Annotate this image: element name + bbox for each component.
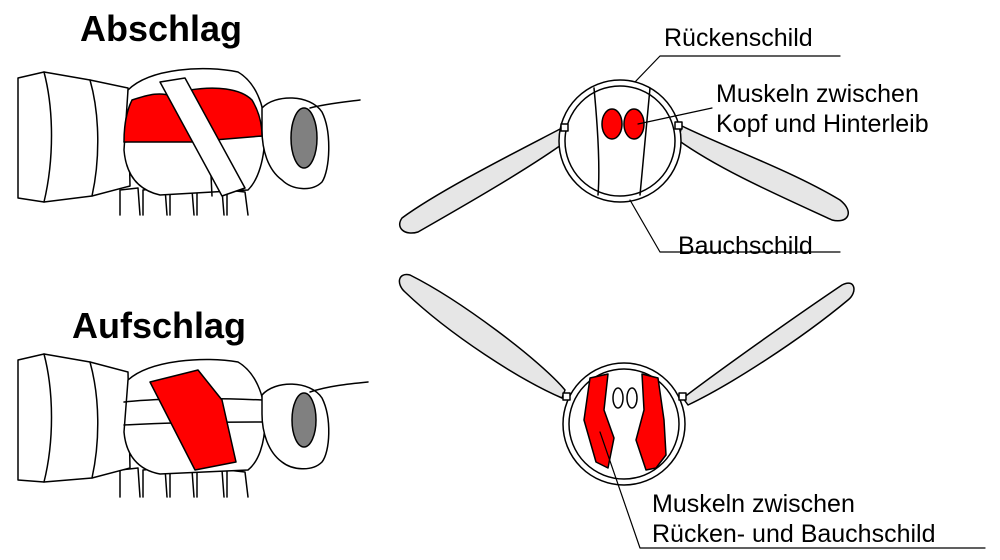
leader-muscles-dorsoventral: [599, 431, 986, 549]
muscle-dorsoventral-left: [583, 373, 615, 469]
cross-section-upstroke: [398, 273, 986, 549]
muscle-dorsoventral-right: [635, 373, 667, 471]
thorax-inner-ring: [568, 368, 680, 480]
wing-joint-left: [560, 123, 569, 132]
legs: [119, 467, 249, 498]
wing-joint-left: [562, 392, 571, 401]
abdomen-segments: [43, 71, 99, 203]
label-muscles-dorsoventral-line2: Rücken- und Bauchschild: [652, 520, 936, 548]
tergal-band: [159, 77, 246, 197]
bee-side-view-downstroke: [17, 67, 361, 216]
abdomen: [17, 71, 131, 203]
thorax-outer-ring: [558, 79, 682, 203]
wing-joint-right: [674, 121, 683, 130]
right-wing: [682, 282, 855, 406]
muscle-dorsoventral: [149, 369, 237, 471]
title-downstroke: Abschlag: [80, 8, 243, 49]
left-wing: [398, 127, 569, 234]
antenna: [309, 99, 361, 109]
abdomen-segments: [43, 353, 99, 483]
compound-eye: [290, 107, 318, 169]
label-dorsal-shield: Rückenschild: [664, 24, 813, 52]
longitudinal-muscle-section-left: [612, 387, 624, 409]
label-ventral-shield: Bauchschild: [678, 232, 813, 260]
muscle-longitudinal-left: [601, 108, 623, 140]
compound-eye: [291, 392, 317, 448]
cross-section-downstroke: [398, 55, 850, 253]
inner-lines: [593, 87, 651, 196]
muscle-longitudinal-right: [623, 108, 645, 140]
label-muscles-head-line1: Muskeln zwischen: [716, 80, 919, 108]
right-wing: [677, 125, 850, 222]
left-wing: [398, 273, 566, 399]
leader-dorsal: [634, 55, 841, 83]
antenna: [309, 381, 369, 393]
leader-ventral: [629, 199, 841, 253]
longitudinal-muscle-section-right: [626, 387, 638, 409]
label-muscles-head-line2: Kopf und Hinterleib: [716, 110, 929, 138]
thorax-inner-ring: [564, 85, 676, 197]
abdomen: [17, 353, 131, 483]
title-upstroke: Aufschlag: [72, 305, 247, 346]
bee-side-view-upstroke: [17, 353, 369, 498]
label-muscles-dorsoventral-line1: Muskeln zwischen: [652, 490, 855, 518]
leader-muscles-head: [637, 107, 713, 125]
wing-joint-right: [678, 392, 687, 401]
thorax-outer-ring: [562, 362, 686, 486]
